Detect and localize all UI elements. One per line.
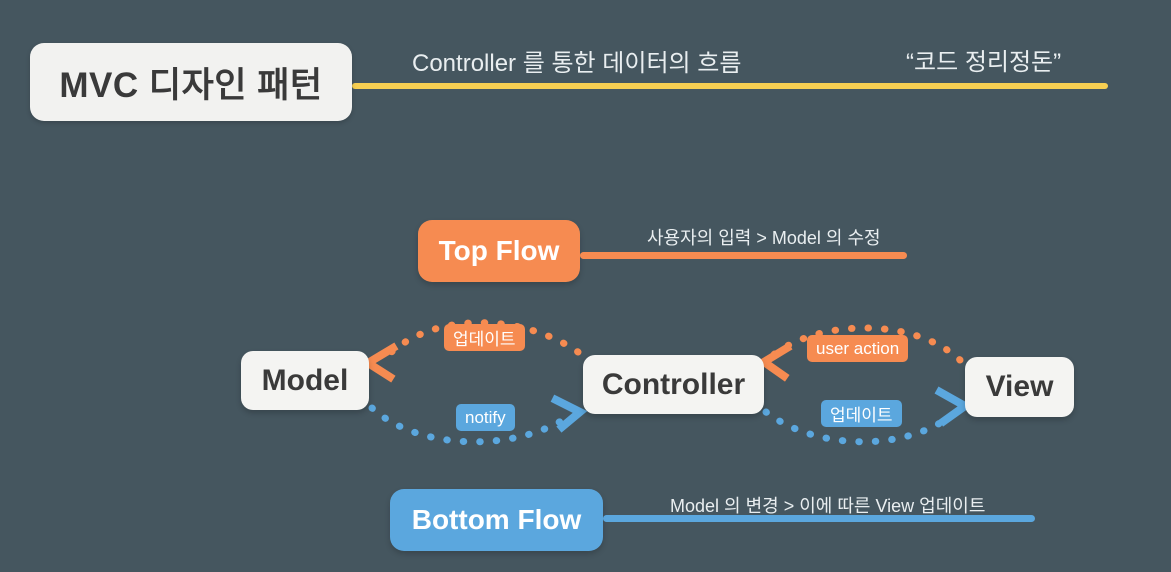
top-flow-badge: Top Flow <box>418 220 580 282</box>
bottom-flow-badge: Bottom Flow <box>390 489 603 551</box>
arrowhead-update-left <box>360 342 399 383</box>
top-flow-caption: 사용자의 입력 > Model 의 수정 <box>647 228 881 248</box>
header-rule <box>352 83 1108 89</box>
edge-label-update-right: 업데이트 <box>821 400 902 427</box>
arrowhead-user-action <box>756 342 793 382</box>
node-view-label: View <box>985 370 1054 403</box>
node-view: View <box>965 357 1074 417</box>
top-flow-label: Top Flow <box>438 235 560 266</box>
bottom-flow-rule <box>603 515 1035 522</box>
header-subtitle: Controller 를 통한 데이터의 흐름 <box>412 50 742 77</box>
arrowhead-update-right <box>934 386 973 427</box>
node-controller-label: Controller <box>601 367 746 401</box>
bottom-flow-label: Bottom Flow <box>411 504 582 535</box>
header-quote: “코드 정리정돈” <box>906 49 1062 76</box>
edge-label-notify: notify <box>456 404 515 431</box>
page-title: MVC 디자인 패턴 <box>59 65 323 105</box>
node-model-label: Model <box>261 363 349 397</box>
node-model: Model <box>241 351 369 410</box>
top-flow-rule <box>580 252 907 259</box>
node-controller: Controller <box>583 355 764 414</box>
bottom-flow-caption: Model 의 변경 > 이에 따른 View 업데이트 <box>670 496 986 516</box>
edge-label-update-left: 업데이트 <box>444 324 525 351</box>
edge-label-user-action: user action <box>807 335 909 362</box>
page-title-box: MVC 디자인 패턴 <box>30 43 352 121</box>
arrowhead-notify <box>550 394 588 433</box>
